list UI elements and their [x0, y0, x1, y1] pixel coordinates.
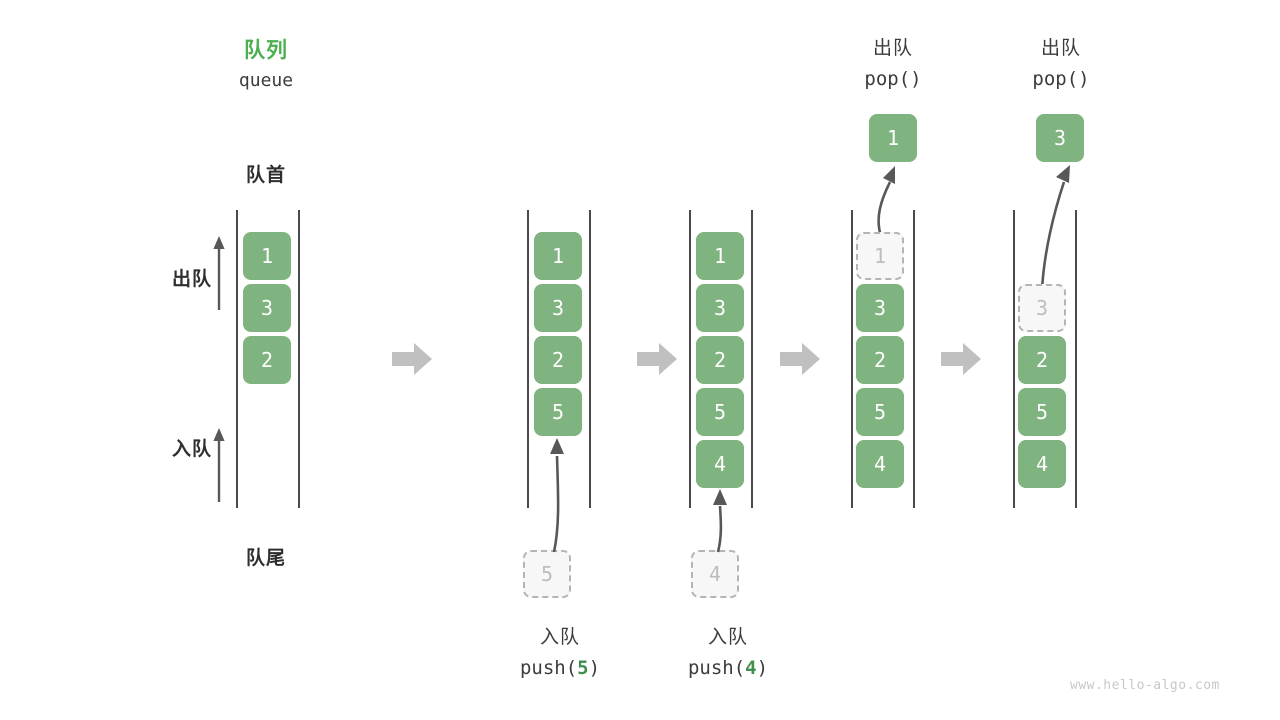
push4-op-label-cn: 入队 [707, 627, 748, 648]
queue-cell: 5 [696, 388, 744, 436]
popped-value-cell: 1 [869, 114, 917, 162]
dequeue-side-label: 出队 [171, 269, 212, 290]
queue-cell-new: 4 [696, 440, 744, 488]
diagram-title-en: queue [238, 70, 294, 91]
enqueue-side-label: 入队 [171, 439, 212, 460]
dequeue-direction-arrow-icon [213, 236, 225, 310]
pop1-op-label-cn: 出队 [872, 38, 913, 59]
queue-cell: 3 [534, 284, 582, 332]
queue-rail-right-4 [913, 210, 915, 508]
step-separator-arrow-icon [780, 343, 820, 375]
pop3-op-code: pop() [1032, 68, 1090, 90]
diagram-title-cn: 队列 [244, 39, 288, 62]
queue-cell: 1 [534, 232, 582, 280]
push4-code-prefix: push( [687, 657, 746, 679]
pop-arrow-icon [877, 166, 895, 237]
push5-code-prefix: push( [519, 657, 578, 679]
push4-op-code: push(4) [663, 657, 793, 679]
queue-cell-new: 5 [534, 388, 582, 436]
queue-cell: 5 [856, 388, 904, 436]
front-label: 队首 [245, 165, 286, 186]
queue-rail-right-5 [1075, 210, 1077, 508]
queue-rail-right-3 [751, 210, 753, 508]
queue-cell: 3 [243, 284, 291, 332]
queue-cell: 2 [856, 336, 904, 384]
popped-ghost-cell: 3 [1018, 284, 1066, 332]
queue-cell: 2 [534, 336, 582, 384]
queue-rail-left-4 [851, 210, 853, 508]
queue-cell: 3 [856, 284, 904, 332]
enqueue-direction-arrow-icon [213, 428, 225, 502]
watermark: www.hello-algo.com [1070, 678, 1220, 693]
push5-op-code: push(5) [495, 657, 625, 679]
queue-cell: 3 [696, 284, 744, 332]
push5-code-arg: 5 [577, 657, 589, 679]
step-separator-arrow-icon [941, 343, 981, 375]
incoming-ghost-cell: 4 [691, 550, 739, 598]
queue-cell: 5 [1018, 388, 1066, 436]
push-arrow-icon [550, 438, 564, 553]
pop-arrow-icon [1040, 165, 1070, 291]
queue-cell: 4 [856, 440, 904, 488]
queue-rail-right-2 [589, 210, 591, 508]
push4-code-suffix: ) [756, 657, 769, 679]
queue-cell: 1 [243, 232, 291, 280]
queue-cell: 2 [243, 336, 291, 384]
queue-cell: 2 [1018, 336, 1066, 384]
popped-value-cell: 3 [1036, 114, 1084, 162]
queue-rail-left-1 [236, 210, 238, 508]
queue-rail-left-3 [689, 210, 691, 508]
push4-code-arg: 4 [745, 657, 757, 679]
queue-cell: 1 [696, 232, 744, 280]
popped-ghost-cell: 1 [856, 232, 904, 280]
step-separator-arrow-icon [392, 343, 432, 375]
queue-rail-left-5 [1013, 210, 1015, 508]
queue-cell: 4 [1018, 440, 1066, 488]
incoming-ghost-cell: 5 [523, 550, 571, 598]
push-arrow-icon [713, 489, 727, 553]
pop1-op-code: pop() [864, 68, 922, 90]
rear-label: 队尾 [245, 548, 286, 569]
push5-code-suffix: ) [588, 657, 601, 679]
pop3-op-label-cn: 出队 [1040, 38, 1081, 59]
queue-rail-left-2 [527, 210, 529, 508]
push5-op-label-cn: 入队 [539, 627, 580, 648]
queue-cell: 2 [696, 336, 744, 384]
queue-rail-right-1 [298, 210, 300, 508]
step-separator-arrow-icon [637, 343, 677, 375]
